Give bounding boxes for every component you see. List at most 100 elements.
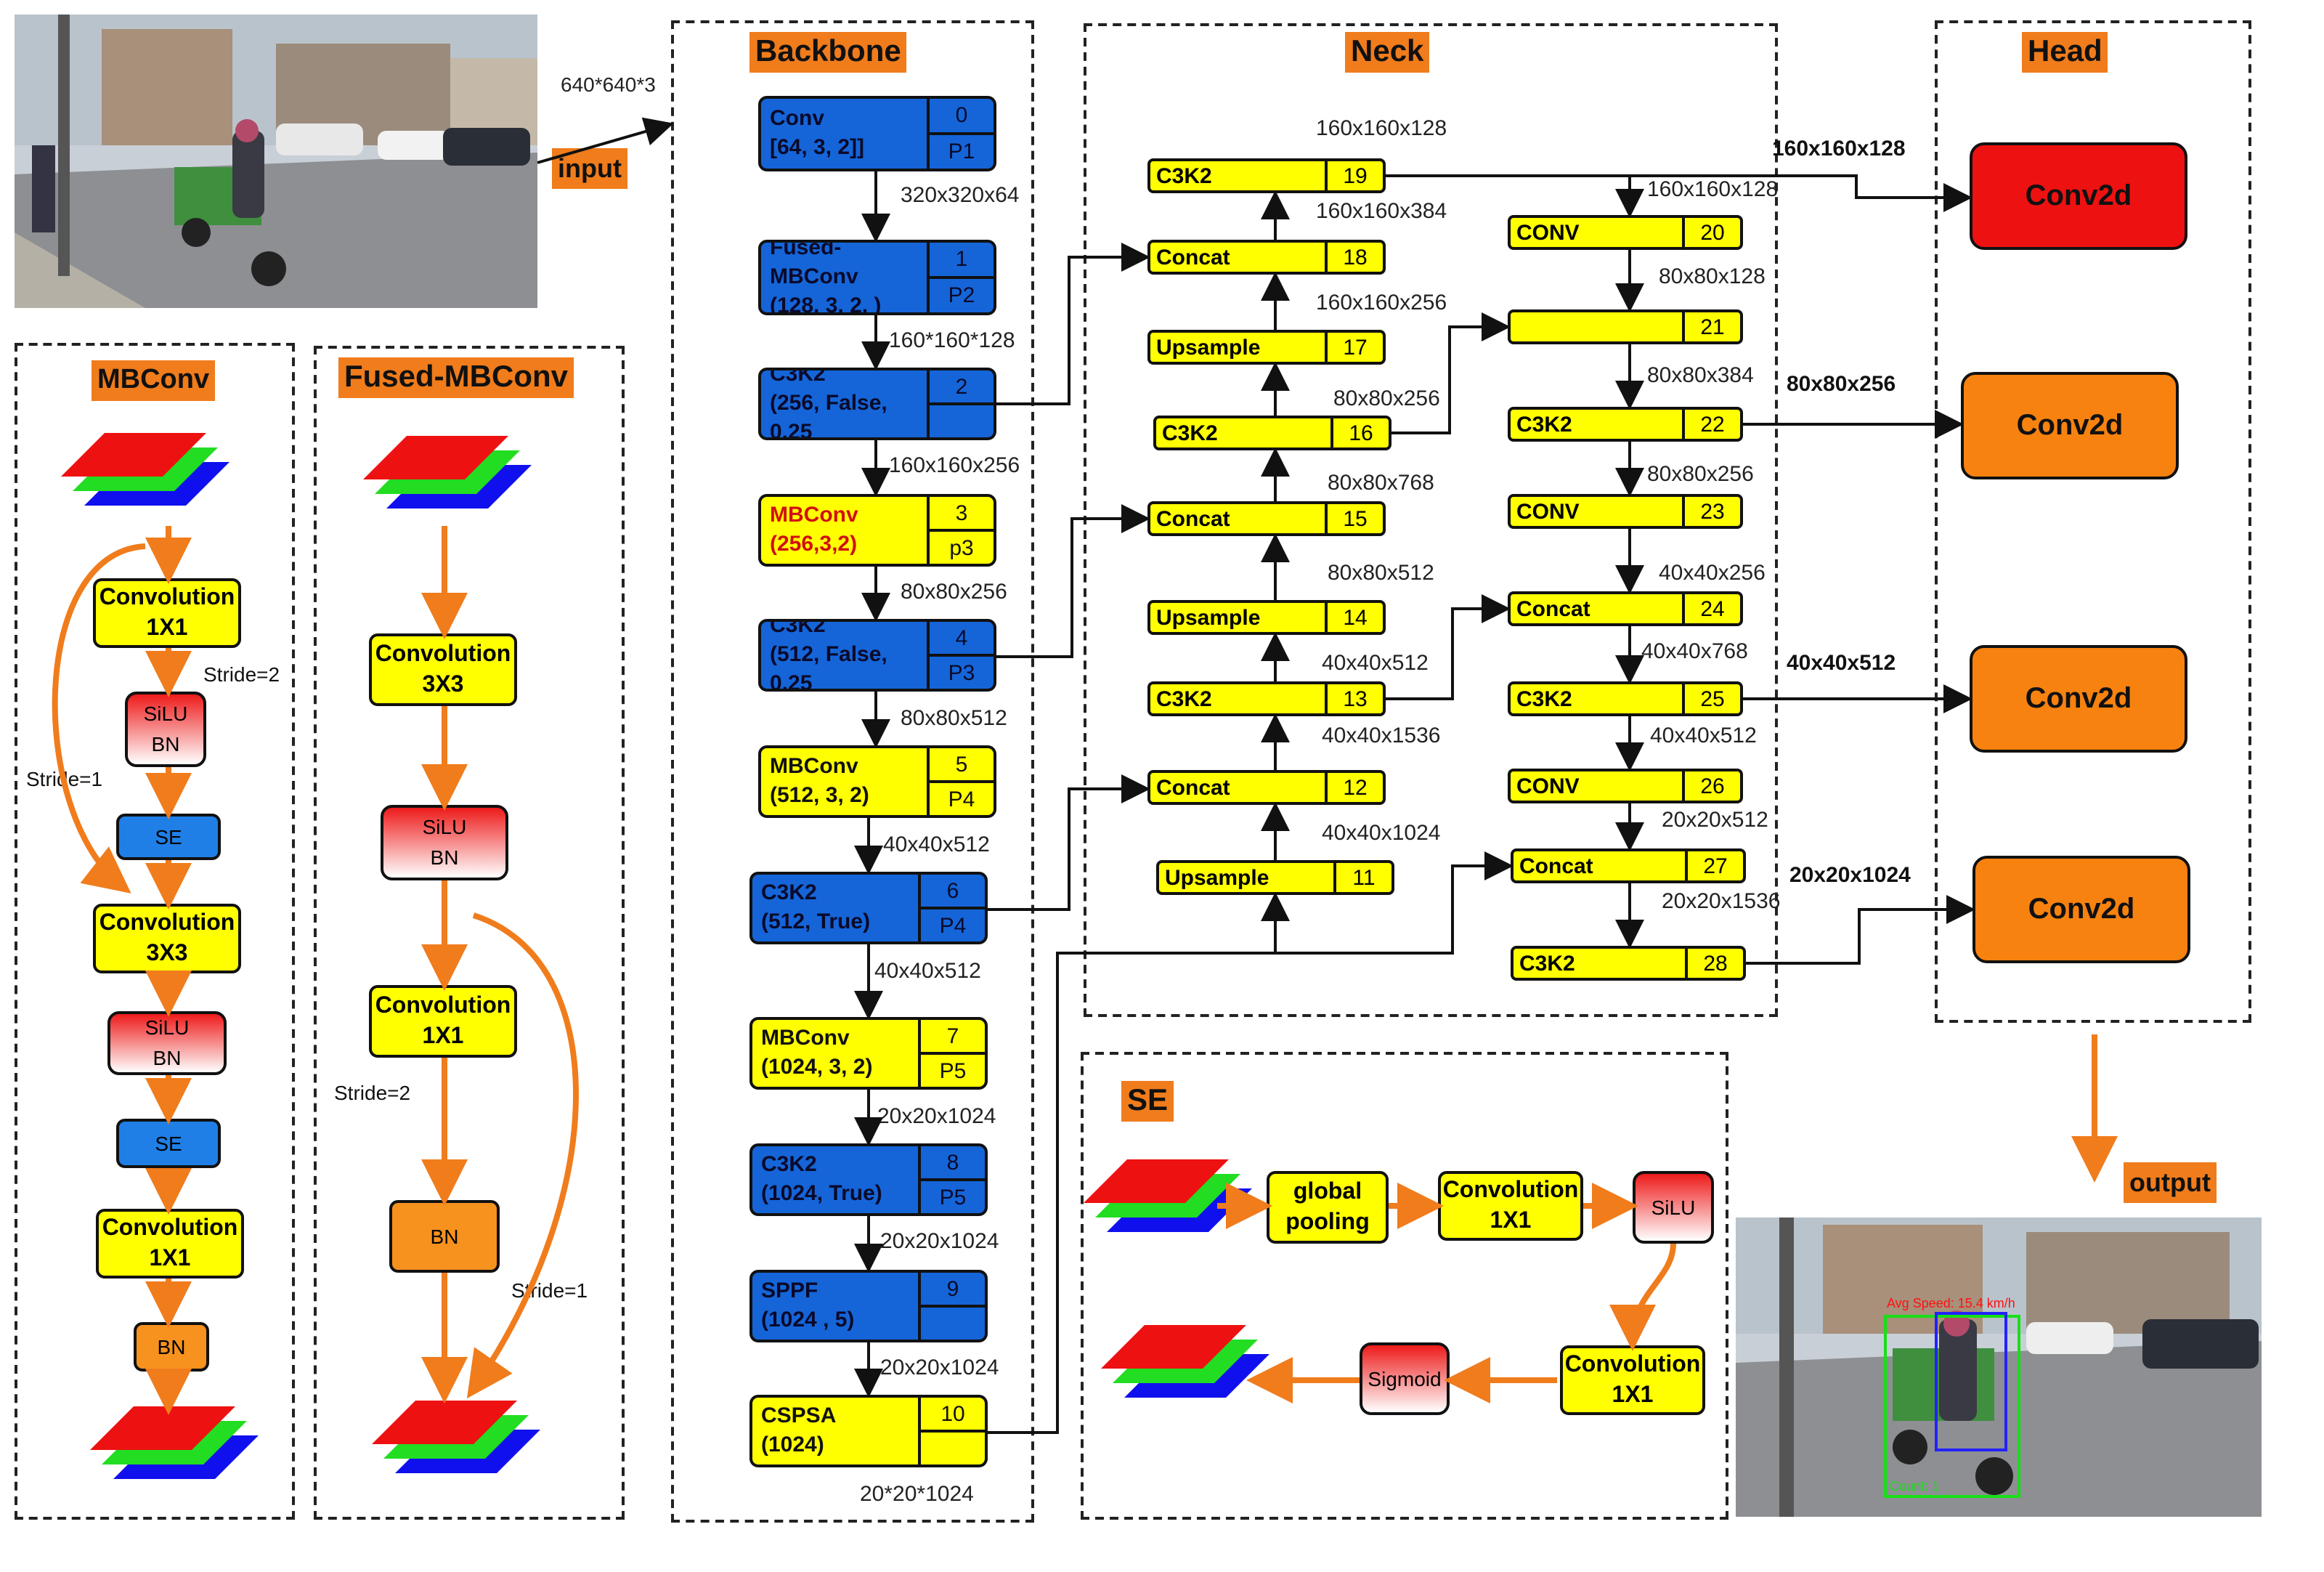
backbone-dim-8: 20x20x1024 — [880, 1229, 999, 1254]
detection-result-image: Avg Speed: 15.4 km/h Count: 1 — [1736, 1218, 2262, 1517]
backbone-block-index: 9 — [946, 1276, 959, 1301]
neck-title: Neck — [1345, 32, 1430, 73]
mbconv-title: MBConv — [92, 360, 216, 401]
neck-dim-14: 80x80x512 — [1328, 561, 1434, 586]
neck-block-label: Upsample — [1156, 605, 1261, 630]
input-photo — [15, 15, 537, 308]
neck-block-index: 16 — [1330, 418, 1389, 447]
neck-block-index: 23 — [1682, 497, 1740, 526]
neck-block-index: 20 — [1682, 218, 1740, 247]
backbone-block-label: CSPSA (1024) — [761, 1403, 837, 1457]
neck-block-label: CONV — [1516, 220, 1580, 245]
neck-dim-21: 80x80x128 — [1659, 264, 1766, 289]
neck-block-label: C3K2 — [1516, 412, 1572, 437]
feature-stack-icon — [61, 433, 229, 506]
neck-block-19: C3K2 19 — [1147, 158, 1386, 193]
neck-dim-24: 40x40x256 — [1659, 561, 1766, 586]
neck-dim-26: 40x40x512 — [1650, 724, 1757, 748]
backbone-block-p — [921, 1305, 985, 1340]
backbone-block-p: P1 — [930, 132, 994, 169]
neck-block-index: 15 — [1325, 504, 1383, 533]
head-dim-4: 20x20x1024 — [1789, 863, 1911, 888]
neck-dim-18: 160x160x384 — [1316, 199, 1447, 224]
neck-block-index: 19 — [1325, 161, 1383, 190]
backbone-block-label: SPPF (1024 , 5) — [761, 1279, 855, 1332]
backbone-block-label: C3K2 (512, False, 0.25 — [770, 619, 887, 692]
neck-arrows — [537, 117, 1975, 1434]
neck-block-label: C3K2 — [1156, 163, 1212, 188]
neck-block-index: 12 — [1325, 773, 1383, 802]
se-conv1x1-a: Convolution 1X1 — [1438, 1171, 1583, 1241]
neck-dim-22: 80x80x384 — [1647, 363, 1754, 388]
backbone-block-p — [930, 402, 994, 437]
street-scene-image — [15, 15, 537, 308]
backbone-block-index: 1 — [955, 247, 968, 272]
backbone-block-index: 7 — [946, 1024, 959, 1048]
backbone-title: Backbone — [749, 32, 907, 73]
neck-block-label: Concat — [1156, 245, 1230, 270]
neck-dim-19: 160x160x128 — [1316, 116, 1447, 141]
neck-dim-23: 80x80x256 — [1647, 462, 1754, 487]
backbone-block-label: Fused-MBConv (128, 3, 2, ) — [770, 240, 882, 315]
neck-block-label: C3K2 — [1156, 686, 1212, 711]
neck-block-11: Upsample 11 — [1156, 860, 1394, 895]
head-dim-3: 40x40x512 — [1787, 651, 1896, 676]
backbone-block-label: MBConv (512, 3, 2) — [770, 754, 869, 808]
neck-block-label: Upsample — [1165, 865, 1269, 890]
feature-stack-icons — [61, 433, 1269, 1479]
se-global-pooling: global pooling — [1267, 1171, 1389, 1244]
fused-stride2-label: Stride=2 — [334, 1081, 411, 1104]
backbone-block-label: C3K2 (512, True) — [761, 880, 871, 934]
backbone-block-index: 8 — [946, 1150, 959, 1175]
neck-block-index: 11 — [1333, 863, 1391, 892]
backbone-block-10: CSPSA (1024) 10 — [749, 1395, 988, 1467]
head-title: Head — [2022, 32, 2108, 73]
backbone-block-index: 0 — [955, 103, 968, 128]
backbone-block-label: Conv [64, 3, 2]] — [770, 106, 865, 160]
neck-dim-20: 160x160x128 — [1647, 177, 1779, 202]
feature-stack-icon — [372, 1401, 540, 1473]
se-conv1x1-b: Convolution 1X1 — [1560, 1345, 1705, 1415]
neck-block-label: Concat — [1156, 775, 1230, 800]
head-conv2d-1: Conv2d — [1970, 142, 2187, 250]
neck-block-label: C3K2 — [1516, 686, 1572, 711]
backbone-block-p: P4 — [921, 907, 985, 941]
neck-block-label: C3K2 — [1162, 421, 1218, 445]
backbone-block-p: P5 — [921, 1178, 985, 1213]
neck-dim-17: 160x160x256 — [1316, 291, 1447, 315]
neck-dim-27: 20x20x512 — [1662, 808, 1768, 832]
feature-stack-icon — [90, 1406, 259, 1479]
mbconv-stride2-label: Stride=2 — [203, 663, 280, 686]
neck-dim-16: 80x80x256 — [1333, 386, 1440, 411]
neck-dim-13: 40x40x512 — [1322, 651, 1429, 676]
input-size-label: 640*640*3 — [561, 73, 656, 96]
neck-block-label: Concat — [1516, 596, 1590, 621]
neck-block-label: Concat — [1519, 854, 1593, 878]
neck-block-index: 28 — [1685, 949, 1743, 978]
backbone-block-p — [921, 1430, 985, 1464]
backbone-block-label: C3K2 (1024, True) — [761, 1152, 882, 1206]
neck-block-23: CONV 23 — [1508, 494, 1743, 529]
backbone-block-index: 6 — [946, 878, 959, 903]
neck-block-index: 27 — [1685, 851, 1743, 880]
mbconv-conv1x1-b: Convolution 1X1 — [96, 1209, 244, 1279]
backbone-dim-9: 20x20x1024 — [880, 1356, 999, 1380]
backbone-dim-2: 160x160x256 — [889, 453, 1020, 478]
neck-block-label: CONV — [1516, 499, 1580, 524]
backbone-arrows — [854, 171, 890, 1398]
neck-dim-15: 80x80x768 — [1328, 471, 1434, 495]
backbone-block-label: C3K2 (256, False, 0.25 — [770, 368, 887, 440]
backbone-dim-6: 40x40x512 — [874, 959, 981, 984]
neck-block-index: 26 — [1682, 771, 1740, 801]
backbone-dim-4: 80x80x512 — [901, 706, 1007, 731]
speed-overlay-text: Avg Speed: 15.4 km/h — [1887, 1296, 2015, 1310]
backbone-block-index: 10 — [940, 1401, 965, 1426]
backbone-dim-0: 320x320x64 — [901, 183, 1020, 208]
neck-dim-12: 40x40x1536 — [1322, 724, 1441, 748]
